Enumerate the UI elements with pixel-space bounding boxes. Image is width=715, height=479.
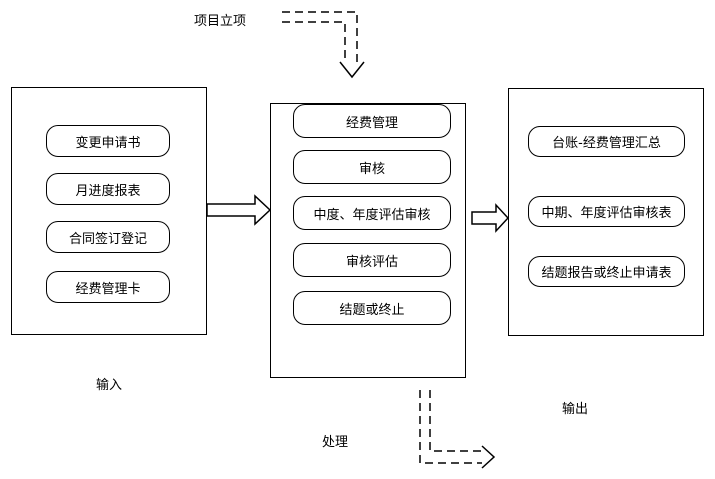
output-item-completion-report: 结题报告或终止申请表 [528,256,685,287]
process-item-midyear-review: 中度、年度评估审核 [293,196,451,230]
process-to-output-arrow [471,203,510,233]
process-item-review: 审核 [293,150,451,184]
exit-dashed-arrow [419,390,482,464]
start-label: 项目立项 [194,14,247,29]
exit-arrowhead [481,445,496,469]
output-title: 输出 [562,402,589,417]
process-item-completion-termination: 结题或终止 [293,291,451,325]
input-item-monthly-report: 月进度报表 [46,173,170,205]
process-item-review-evaluation: 审核评估 [293,243,451,277]
output-item-evaluation-form: 中期、年度评估审核表 [528,196,685,227]
input-item-contract-registration: 合同签订登记 [46,221,170,253]
start-arrowhead [339,61,365,79]
process-box [270,103,466,378]
output-item-ledger-summary: 台账-经费管理汇总 [528,126,685,157]
input-title: 输入 [96,378,123,393]
input-item-funding-card: 经费管理卡 [46,271,170,303]
process-title: 处理 [322,435,349,450]
input-to-process-arrow [206,194,272,226]
input-item-change-request: 变更申请书 [46,125,170,157]
start-dashed-arrow [282,11,358,62]
process-item-funding-management: 经费管理 [293,104,451,138]
